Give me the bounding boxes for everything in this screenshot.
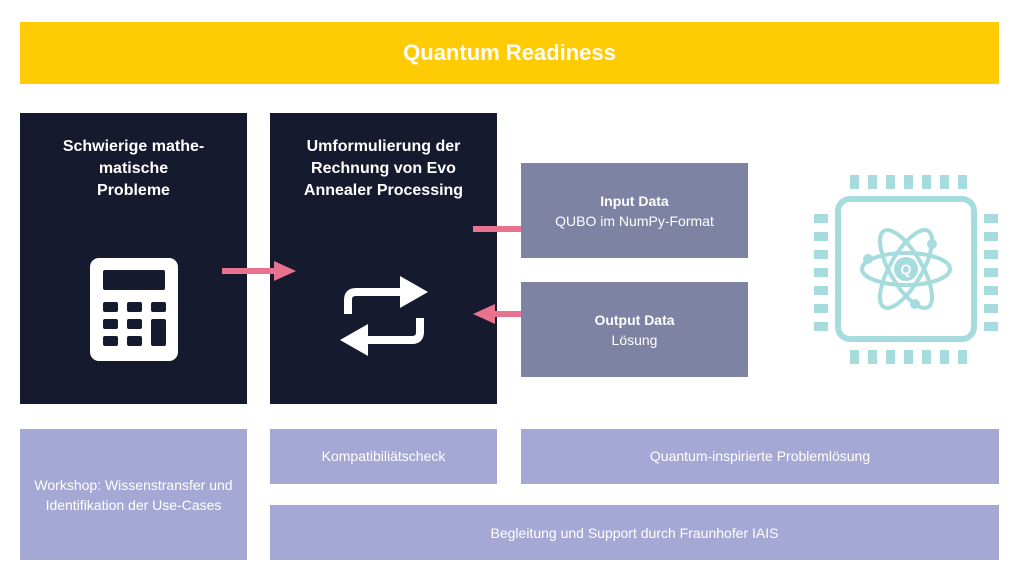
compatibility-phase-box: Kompatibiliätscheck [270, 429, 497, 484]
reformulation-title: Umformulierung der Rechnung von Evo Anne… [280, 136, 487, 202]
calculator-icon [90, 258, 178, 361]
quantum-readiness-banner: Quantum Readiness [20, 22, 999, 84]
reformulation-title-line: Rechnung von Evo [311, 160, 456, 177]
problems-title-line: Probleme [97, 182, 170, 199]
workshop-phase-label: Workshop: Wissenstransfer und Identifika… [34, 476, 233, 513]
output-data-box: Output Data Lösung [521, 282, 748, 377]
reformulation-title-line: Umformulierung der [306, 138, 461, 155]
reformulation-title-line: Annealer Processing [303, 182, 464, 199]
input-data-box: Input Data QUBO im NumPy-Format [521, 163, 748, 258]
output-data-subtitle: Lösung [611, 331, 658, 348]
support-phase-label: Begleitung und Support durch Fraunhofer … [490, 524, 779, 541]
quantum-solving-phase-label: Quantum-inspirierte Problemlösung [649, 448, 871, 464]
input-data-subtitle: QUBO im NumPy-Format [555, 212, 714, 229]
compatibility-phase-label: Kompatibiliätscheck [321, 448, 446, 464]
problems-title-line: matische [98, 160, 169, 177]
input-data-title: Input Data [600, 192, 669, 209]
problems-title: Schwierige mathe- matische Probleme [30, 136, 237, 202]
swap-arrows-icon [340, 276, 428, 356]
problems-title-line: Schwierige mathe- [62, 138, 205, 155]
quantum-solving-phase-box: Quantum-inspirierte Problemlösung [521, 429, 999, 484]
reformulation-box: Umformulierung der Rechnung von Evo Anne… [270, 113, 497, 404]
problems-box: Schwierige mathe- matische Probleme [20, 113, 247, 404]
arrow-left-icon [473, 304, 547, 324]
chip-letter: Q [901, 261, 912, 277]
support-phase-box: Begleitung und Support durch Fraunhofer … [270, 505, 999, 560]
banner-title: Quantum Readiness [403, 40, 616, 65]
arrow-right-icon [222, 261, 296, 281]
workshop-phase-box: Workshop: Wissenstransfer und Identifika… [20, 429, 247, 560]
output-data-title: Output Data [594, 311, 675, 328]
quantum-chip-icon: Q [814, 175, 998, 364]
